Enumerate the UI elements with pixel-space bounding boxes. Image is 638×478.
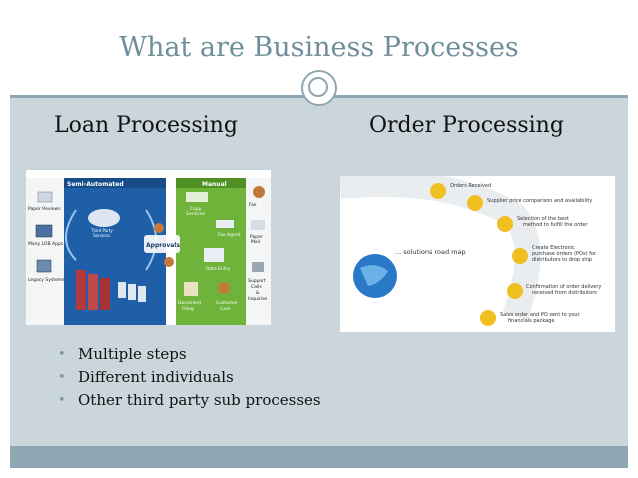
- third-party-cloud-icon: [88, 209, 120, 227]
- order-processing-diagram: ... solutions road map Orders Received S…: [338, 171, 615, 332]
- customer-care-person-icon: [218, 282, 230, 294]
- step-2-icon: [467, 195, 483, 211]
- fax-label: Fax: [249, 202, 257, 208]
- paper-mail-label-2: Mail: [251, 239, 260, 245]
- step-2-label: Supplier price comparison and availabili…: [487, 198, 592, 204]
- semi-automated-label: Semi-Automated: [67, 181, 124, 188]
- bullet-text: Other third party sub processes: [78, 391, 321, 409]
- step-4-icon: [512, 248, 528, 264]
- filing-icon: [184, 282, 198, 296]
- title-ring-ornament: [301, 70, 337, 106]
- person-icon: [164, 257, 174, 267]
- bullet-item: • Different individuals: [54, 366, 321, 389]
- person-icon: [253, 186, 265, 198]
- order-diagram-svg: ... solutions road map Orders Received S…: [338, 171, 615, 332]
- many-lob-label: Many LOB Apps: [28, 241, 64, 247]
- bullet-dot-icon: •: [58, 393, 66, 408]
- server-rack-icon: [76, 270, 86, 310]
- loan-diagram-svg: Semi-Automated Manual Paper Reviews Many…: [26, 170, 271, 325]
- support-label-4: Inquiries: [248, 296, 268, 302]
- paper-reviews-icon: [37, 191, 53, 203]
- loan-processing-diagram: Semi-Automated Manual Paper Reviews Many…: [26, 170, 271, 325]
- step-1-icon: [430, 183, 446, 199]
- data-entry-monitor-icon: [204, 248, 224, 262]
- step-1-label: Orders Received: [450, 183, 491, 189]
- monitor-icon: [35, 224, 53, 238]
- flow-arrow: [65, 209, 77, 261]
- step-4-label-a: Create Electronic: [532, 245, 575, 251]
- step-3-icon: [497, 216, 513, 232]
- step-4-label-c: distributors to drop ship: [532, 257, 592, 263]
- slide: What are Business Processes Loan Process…: [10, 10, 628, 468]
- document-filing-label-1: Document: [178, 300, 202, 306]
- support-label-1: Support: [248, 278, 266, 284]
- roadmap-label: ... solutions road map: [395, 248, 466, 256]
- slide-title: What are Business Processes: [119, 32, 519, 63]
- manual-label: Manual: [202, 181, 227, 188]
- step-4-label-b: purchase orders (POs) for: [532, 251, 597, 257]
- database-icon: [118, 282, 126, 298]
- title-ring-inner: [308, 77, 328, 97]
- bullet-list: • Multiple steps • Different individuals •…: [54, 343, 321, 412]
- bullet-text: Different individuals: [78, 368, 234, 386]
- order-processing-heading: Order Processing: [369, 113, 564, 138]
- step-3-label-b: method to fulfill the order: [523, 222, 588, 228]
- customer-care-label-2: Care: [220, 306, 231, 312]
- step-6-label-b: financials package: [508, 318, 554, 324]
- bullet-text: Multiple steps: [78, 345, 187, 363]
- paper-mail-label-1: Paper: [250, 234, 263, 240]
- step-6-label-a: Sales order and PO sent to your: [500, 312, 581, 318]
- step-3-label-a: Selection of the best: [517, 216, 569, 222]
- support-label-3: &: [256, 290, 260, 296]
- document-filing-label-2: Filing: [182, 306, 194, 312]
- legacy-monitor-icon: [36, 259, 52, 273]
- fax-icon: [216, 220, 234, 228]
- footer-band: [10, 446, 628, 468]
- phone-icon: [252, 262, 264, 272]
- third-party-label: Third Party: [90, 228, 113, 233]
- input-column: [26, 178, 64, 325]
- step-5-icon: [507, 283, 523, 299]
- approvals-box: [144, 235, 180, 253]
- legacy-systems-label: Legacy Systems: [28, 277, 65, 283]
- mail-icon: [251, 220, 265, 230]
- step-5-label-b: received from distributors: [532, 290, 597, 296]
- copy-label: Copy: [190, 206, 202, 212]
- person-icon: [154, 223, 164, 233]
- copy-services-label: Services: [186, 211, 206, 217]
- paper-reviews-label: Paper Reviews: [28, 206, 61, 212]
- bullet-item: • Other third party sub processes: [54, 389, 321, 412]
- road-map-arc: [338, 171, 541, 321]
- loan-processing-heading: Loan Processing: [54, 113, 238, 138]
- bullet-dot-icon: •: [58, 347, 66, 362]
- data-entry-label: Data Entry: [206, 266, 230, 272]
- bullet-dot-icon: •: [58, 370, 66, 385]
- customer-care-label-1: Customer: [216, 300, 238, 306]
- step-6-icon: [480, 310, 496, 326]
- support-label-2: Calls: [251, 284, 262, 290]
- copier-icon: [186, 192, 208, 202]
- fax-agent-label: Fax Agent: [218, 232, 241, 238]
- bullet-item: • Multiple steps: [54, 343, 321, 366]
- approvals-label: Approvals: [146, 242, 180, 249]
- step-5-label-a: Confirmation of order delivery: [526, 284, 601, 290]
- third-party-services-label: Services: [93, 233, 110, 238]
